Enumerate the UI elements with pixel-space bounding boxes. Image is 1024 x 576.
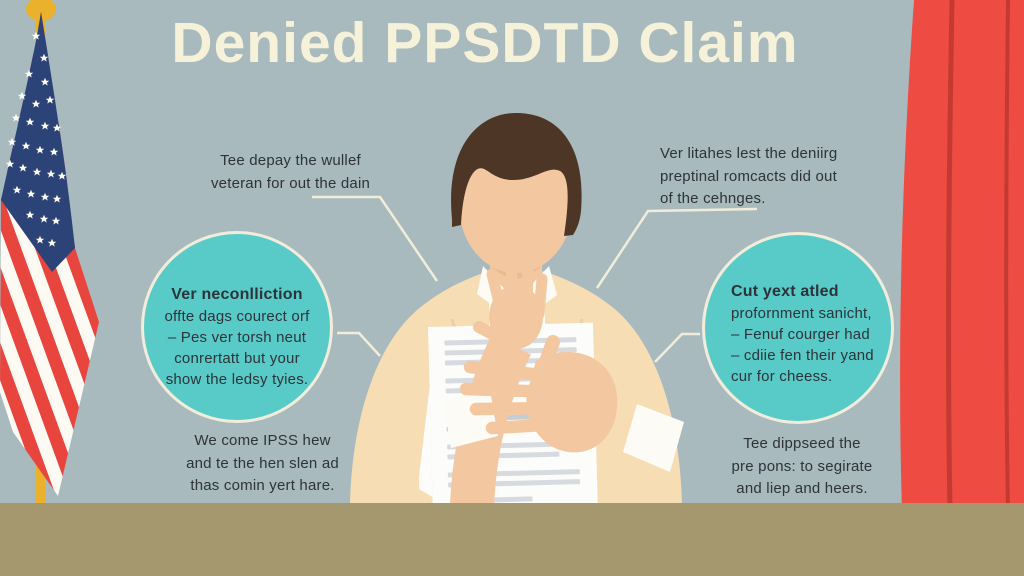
person-illustration	[350, 113, 684, 505]
callout-top-left: Tee depay the wullef veteran for out the…	[168, 150, 413, 195]
right-hand	[459, 335, 618, 453]
left-hand	[473, 260, 548, 349]
circle-line: – Fenuf courger had	[731, 326, 870, 343]
circle-heading: Cut yext atled	[731, 283, 839, 300]
circle-line: cur for cheess.	[731, 368, 833, 385]
curtain-panel	[900, 0, 1024, 512]
circle-line: offte dags courect orf	[164, 308, 310, 325]
callout-line: and liep and heers.	[736, 480, 868, 497]
connector-top-left	[312, 195, 439, 282]
right-shirt-cuff	[623, 404, 684, 472]
callout-line: preptinal romcacts did out	[660, 167, 837, 185]
connector-right-circle	[654, 332, 700, 363]
callout-line: We come IPSS hew	[194, 432, 331, 449]
circle-line: – Pes ver torsh neut	[167, 329, 307, 346]
callout-line: thas comin yert hare.	[190, 477, 335, 494]
callout-line: and te the hen slen ad	[186, 454, 339, 472]
hair	[451, 113, 582, 236]
connector-left-circle	[337, 331, 381, 357]
circle-line: conrertatt but your	[174, 350, 300, 367]
american-flag-icon	[0, 0, 99, 505]
callout-line: Tee dippseed the	[743, 435, 861, 452]
circle-line: profornment sanicht,	[731, 305, 872, 322]
callout-line: Tee depay the wullef	[220, 152, 361, 169]
stage-curtain	[900, 0, 1024, 512]
circle-heading: Ver neconlliction	[171, 286, 303, 303]
curtain-fold-line	[1004, 0, 1010, 511]
callout-bottom-left: We come IPSS hew and te the hen slen ad …	[140, 430, 385, 498]
circle-line: – cdiie fen their yand	[731, 347, 874, 364]
curtain-fold-line	[946, 0, 955, 511]
document-back-sheet	[418, 386, 433, 497]
person	[350, 113, 684, 505]
callout-bottom-right: Tee dippseed the pre pons: to segirate a…	[688, 433, 916, 501]
callout-line: Ver litahes lest the deniirg	[660, 145, 838, 162]
info-circle-left: Ver neconlliction offte dags courect orf…	[141, 231, 333, 423]
desk	[0, 503, 1024, 576]
info-circle-right: Cut yext atled profornment sanicht, – Fe…	[702, 232, 894, 424]
callout-line: pre pons: to segirate	[731, 457, 873, 475]
flag-canton	[1, 12, 75, 272]
callout-line: of the cehnges.	[660, 190, 766, 207]
flag-pole-finial	[26, 0, 56, 21]
connector-top-right	[595, 207, 758, 289]
callout-top-right: Ver litahes lest the deniirg preptinal r…	[660, 143, 900, 211]
circle-line: show the ledsy tyies.	[165, 371, 309, 388]
callout-line: veteran for out the dain	[210, 174, 371, 192]
page-title: Denied PPSDTD Claim	[171, 11, 799, 75]
